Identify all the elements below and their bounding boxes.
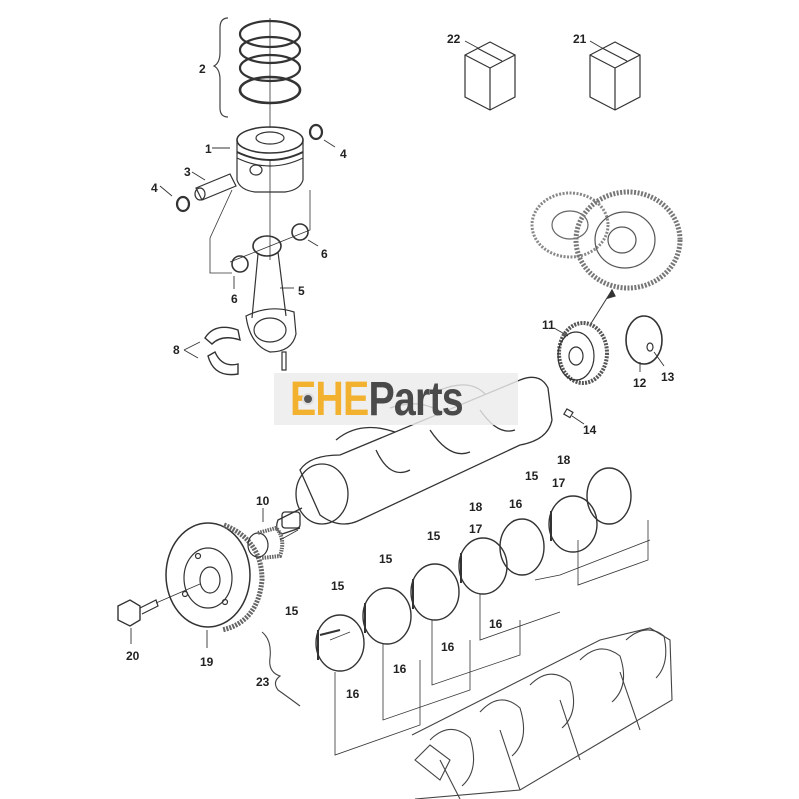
crankshaft-gear bbox=[557, 321, 609, 385]
callout-16: 16 bbox=[489, 617, 503, 631]
callout-10: 10 bbox=[256, 494, 270, 508]
callout-18: 18 bbox=[557, 453, 571, 467]
pulley-bolt bbox=[117, 583, 201, 627]
leader-lines bbox=[334, 520, 651, 756]
small-end-bushing bbox=[291, 223, 309, 241]
connecting-rod bbox=[245, 235, 297, 371]
callout-11: 11 bbox=[542, 318, 555, 332]
box-22 bbox=[464, 41, 516, 111]
callout-16: 16 bbox=[346, 687, 360, 701]
callout-15: 15 bbox=[285, 604, 299, 618]
callout-12: 12 bbox=[633, 376, 647, 390]
callout-17: 17 bbox=[552, 476, 566, 490]
callout-18: 18 bbox=[469, 500, 483, 514]
callout-13: 13 bbox=[661, 370, 675, 384]
callout-22: 22 bbox=[447, 32, 461, 46]
crankshaft-pulley bbox=[165, 522, 265, 633]
oil-seal-ring bbox=[625, 315, 663, 365]
timing-gears bbox=[530, 189, 683, 326]
callout-5: 5 bbox=[298, 284, 305, 298]
crank-gear-10 bbox=[247, 525, 299, 560]
main-bearings bbox=[315, 467, 632, 672]
callout-15: 15 bbox=[525, 469, 539, 483]
callout-16: 16 bbox=[441, 640, 455, 654]
callout-2: 2 bbox=[199, 62, 206, 76]
box-21 bbox=[589, 41, 641, 111]
callout-6: 6 bbox=[321, 247, 328, 261]
callout-15: 15 bbox=[427, 529, 441, 543]
callout-3: 3 bbox=[184, 165, 191, 179]
callout-leaders bbox=[130, 40, 665, 648]
callout-6: 6 bbox=[231, 292, 238, 306]
callout-17: 17 bbox=[469, 522, 483, 536]
callout-21: 21 bbox=[573, 32, 587, 46]
callout-15: 15 bbox=[331, 579, 345, 593]
callout-19: 19 bbox=[200, 655, 214, 669]
callout-23: 23 bbox=[256, 675, 270, 689]
pin bbox=[646, 342, 654, 352]
small-end-bushing bbox=[231, 255, 249, 273]
callout-20: 20 bbox=[126, 649, 140, 663]
callout-15: 15 bbox=[379, 552, 393, 566]
gear-icon bbox=[302, 393, 314, 405]
piston-rings bbox=[212, 17, 302, 128]
callout-4: 4 bbox=[151, 181, 158, 195]
piston-pin bbox=[194, 173, 237, 201]
callout-1: 1 bbox=[205, 142, 212, 156]
callout-16: 16 bbox=[393, 662, 407, 676]
woodruff-key bbox=[563, 408, 574, 419]
brand-logo-parts: Parts bbox=[368, 372, 463, 426]
watermark-banner bbox=[274, 373, 518, 425]
callout-4: 4 bbox=[340, 147, 347, 161]
engine-block bbox=[411, 627, 673, 799]
callout-8: 8 bbox=[173, 343, 180, 357]
snap-ring bbox=[175, 195, 191, 213]
callout-16: 16 bbox=[509, 497, 523, 511]
rod-bearing-shells bbox=[204, 326, 241, 376]
piston bbox=[236, 126, 304, 260]
callout-14: 14 bbox=[583, 423, 597, 437]
snap-ring bbox=[308, 123, 324, 141]
